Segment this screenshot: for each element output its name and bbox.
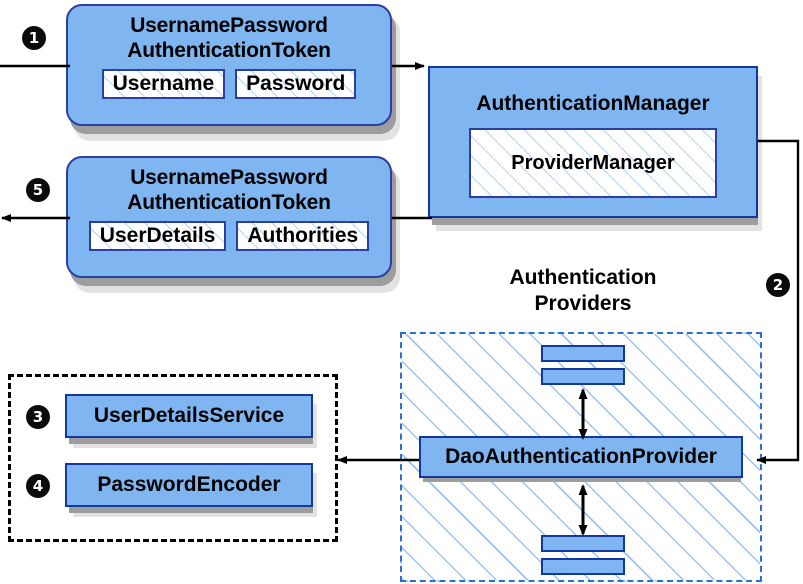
request-token-box[interactable]: UsernamePassword AuthenticationToken Use… [66, 4, 392, 126]
authentication-manager-box[interactable]: AuthenticationManager ProviderManager [428, 66, 758, 218]
provider-bar-top-1 [541, 345, 625, 362]
provider-bar-top-2 [541, 368, 625, 385]
userdetailsservice-box[interactable]: UserDetailsService [65, 394, 313, 438]
step-badge-5: 5 [26, 178, 50, 202]
provider-manager-box[interactable]: ProviderManager [469, 128, 717, 198]
request-token-title: UsernamePassword AuthenticationToken [127, 14, 331, 62]
step-badge-1: 1 [22, 26, 46, 50]
step-badge-3: 3 [26, 405, 50, 429]
field-authorities[interactable]: Authorities [236, 221, 370, 251]
step-badge-2: 2 [766, 273, 790, 297]
dao-authentication-provider-box[interactable]: DaoAuthenticationProvider [419, 436, 743, 478]
step-badge-4: 4 [26, 474, 50, 498]
field-username[interactable]: Username [101, 69, 226, 99]
wire-manager-to-provider [756, 139, 800, 464]
response-token-fields: UserDetails Authorities [88, 221, 370, 251]
passwordencoder-box[interactable]: PasswordEncoder [65, 463, 313, 507]
request-token-fields: Username Password [101, 69, 357, 99]
field-userdetails[interactable]: UserDetails [88, 221, 227, 251]
authentication-manager-title: AuthenticationManager [476, 92, 710, 115]
response-token-title: UsernamePassword AuthenticationToken [127, 166, 331, 214]
field-password[interactable]: Password [235, 69, 357, 99]
collaborators-region [8, 374, 338, 542]
provider-bar-bottom-1 [541, 535, 625, 552]
provider-bar-bottom-2 [541, 558, 625, 575]
response-token-box[interactable]: UsernamePassword AuthenticationToken Use… [66, 156, 392, 278]
authentication-providers-label: Authentication Providers [509, 266, 657, 315]
